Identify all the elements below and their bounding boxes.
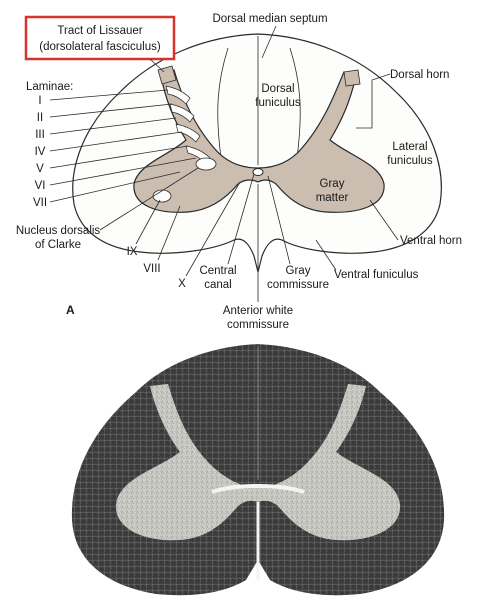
lissauer-leader	[149, 58, 165, 73]
label-lateral-funiculus-1: Lateral	[392, 141, 427, 153]
label-dorsal-median-septum: Dorsal median septum	[212, 13, 327, 25]
dorsal-funiculus-divider-right	[289, 47, 301, 166]
leader-ventral-funiculus	[315, 239, 337, 271]
label-gray-matter-2: matter	[316, 192, 349, 204]
label-nucleus-dorsalis-1: Nucleus dorsalis	[16, 225, 101, 237]
highlight-line-1: Tract of Lissauer	[57, 25, 142, 37]
label-ventral-funiculus: Ventral funiculus	[334, 269, 419, 281]
leader-ventral-horn	[369, 199, 399, 241]
leader-central-canal	[227, 173, 255, 265]
label-lamina-I: I	[38, 95, 41, 107]
leader-gray-commissure	[267, 175, 291, 265]
label-central-canal-1: Central	[199, 265, 236, 277]
dorsal-funiculus-divider-left	[217, 47, 229, 166]
leader-dorsal-horn	[356, 73, 391, 129]
label-dorsal-horn: Dorsal horn	[390, 69, 449, 81]
label-lamina-X: X	[178, 278, 186, 290]
label-lamina-IV: IV	[35, 146, 46, 158]
label-lamina-VII: VII	[33, 197, 47, 209]
leader-lamina-ix	[135, 199, 161, 245]
diagram-panel: Tract of Lissauer (dorsolateral fascicul…	[16, 13, 462, 331]
label-lamina-V: V	[36, 163, 44, 175]
photomicrograph-panel	[71, 344, 445, 596]
laminae-leaders	[49, 89, 197, 203]
label-lamina-IX: IX	[127, 246, 138, 258]
label-laminae-title: Laminae:	[26, 81, 73, 93]
label-nucleus-dorsalis-2: of Clarke	[35, 239, 81, 251]
label-gray-commissure-2: commissure	[267, 279, 329, 291]
leader-lamina-viii	[157, 205, 181, 261]
label-lamina-III: III	[35, 129, 45, 141]
label-lamina-VI: VI	[35, 180, 46, 192]
label-lamina-VIII: VIII	[143, 263, 160, 275]
label-gray-commissure-1: Gray	[286, 265, 311, 277]
label-anterior-white-commissure-1: Anterior white	[223, 305, 293, 317]
label-lateral-funiculus-2: funiculus	[387, 155, 433, 167]
label-central-canal-2: canal	[204, 279, 232, 291]
label-anterior-white-commissure-2: commissure	[227, 319, 289, 331]
label-gray-matter-1: Gray	[320, 178, 345, 190]
tract-of-lissauer-highlight-box	[24, 15, 176, 61]
spinal-cord-outline	[72, 33, 442, 273]
tract-of-lissauer-right	[343, 69, 361, 87]
label-dorsal-funiculus-1: Dorsal	[261, 83, 294, 95]
label-ventral-horn: Ventral horn	[400, 235, 462, 247]
nucleus-dorsalis-clarke	[195, 157, 217, 171]
leader-nucleus-dorsalis	[99, 167, 199, 231]
photo-central-commissure	[211, 484, 305, 494]
photo-gray-matter	[115, 384, 401, 541]
highlight-line-2: (dorsolateral fasciculus)	[39, 41, 161, 53]
gray-matter-region	[133, 69, 385, 213]
lamina-ix-nucleus	[152, 189, 172, 203]
central-canal	[252, 168, 264, 176]
label-lamina-II: II	[37, 112, 43, 124]
leader-lamina-x	[185, 181, 241, 277]
figure-letter: A	[66, 303, 75, 317]
label-dorsal-funiculus-2: funiculus	[255, 97, 301, 109]
leader-median-septum	[261, 25, 277, 59]
